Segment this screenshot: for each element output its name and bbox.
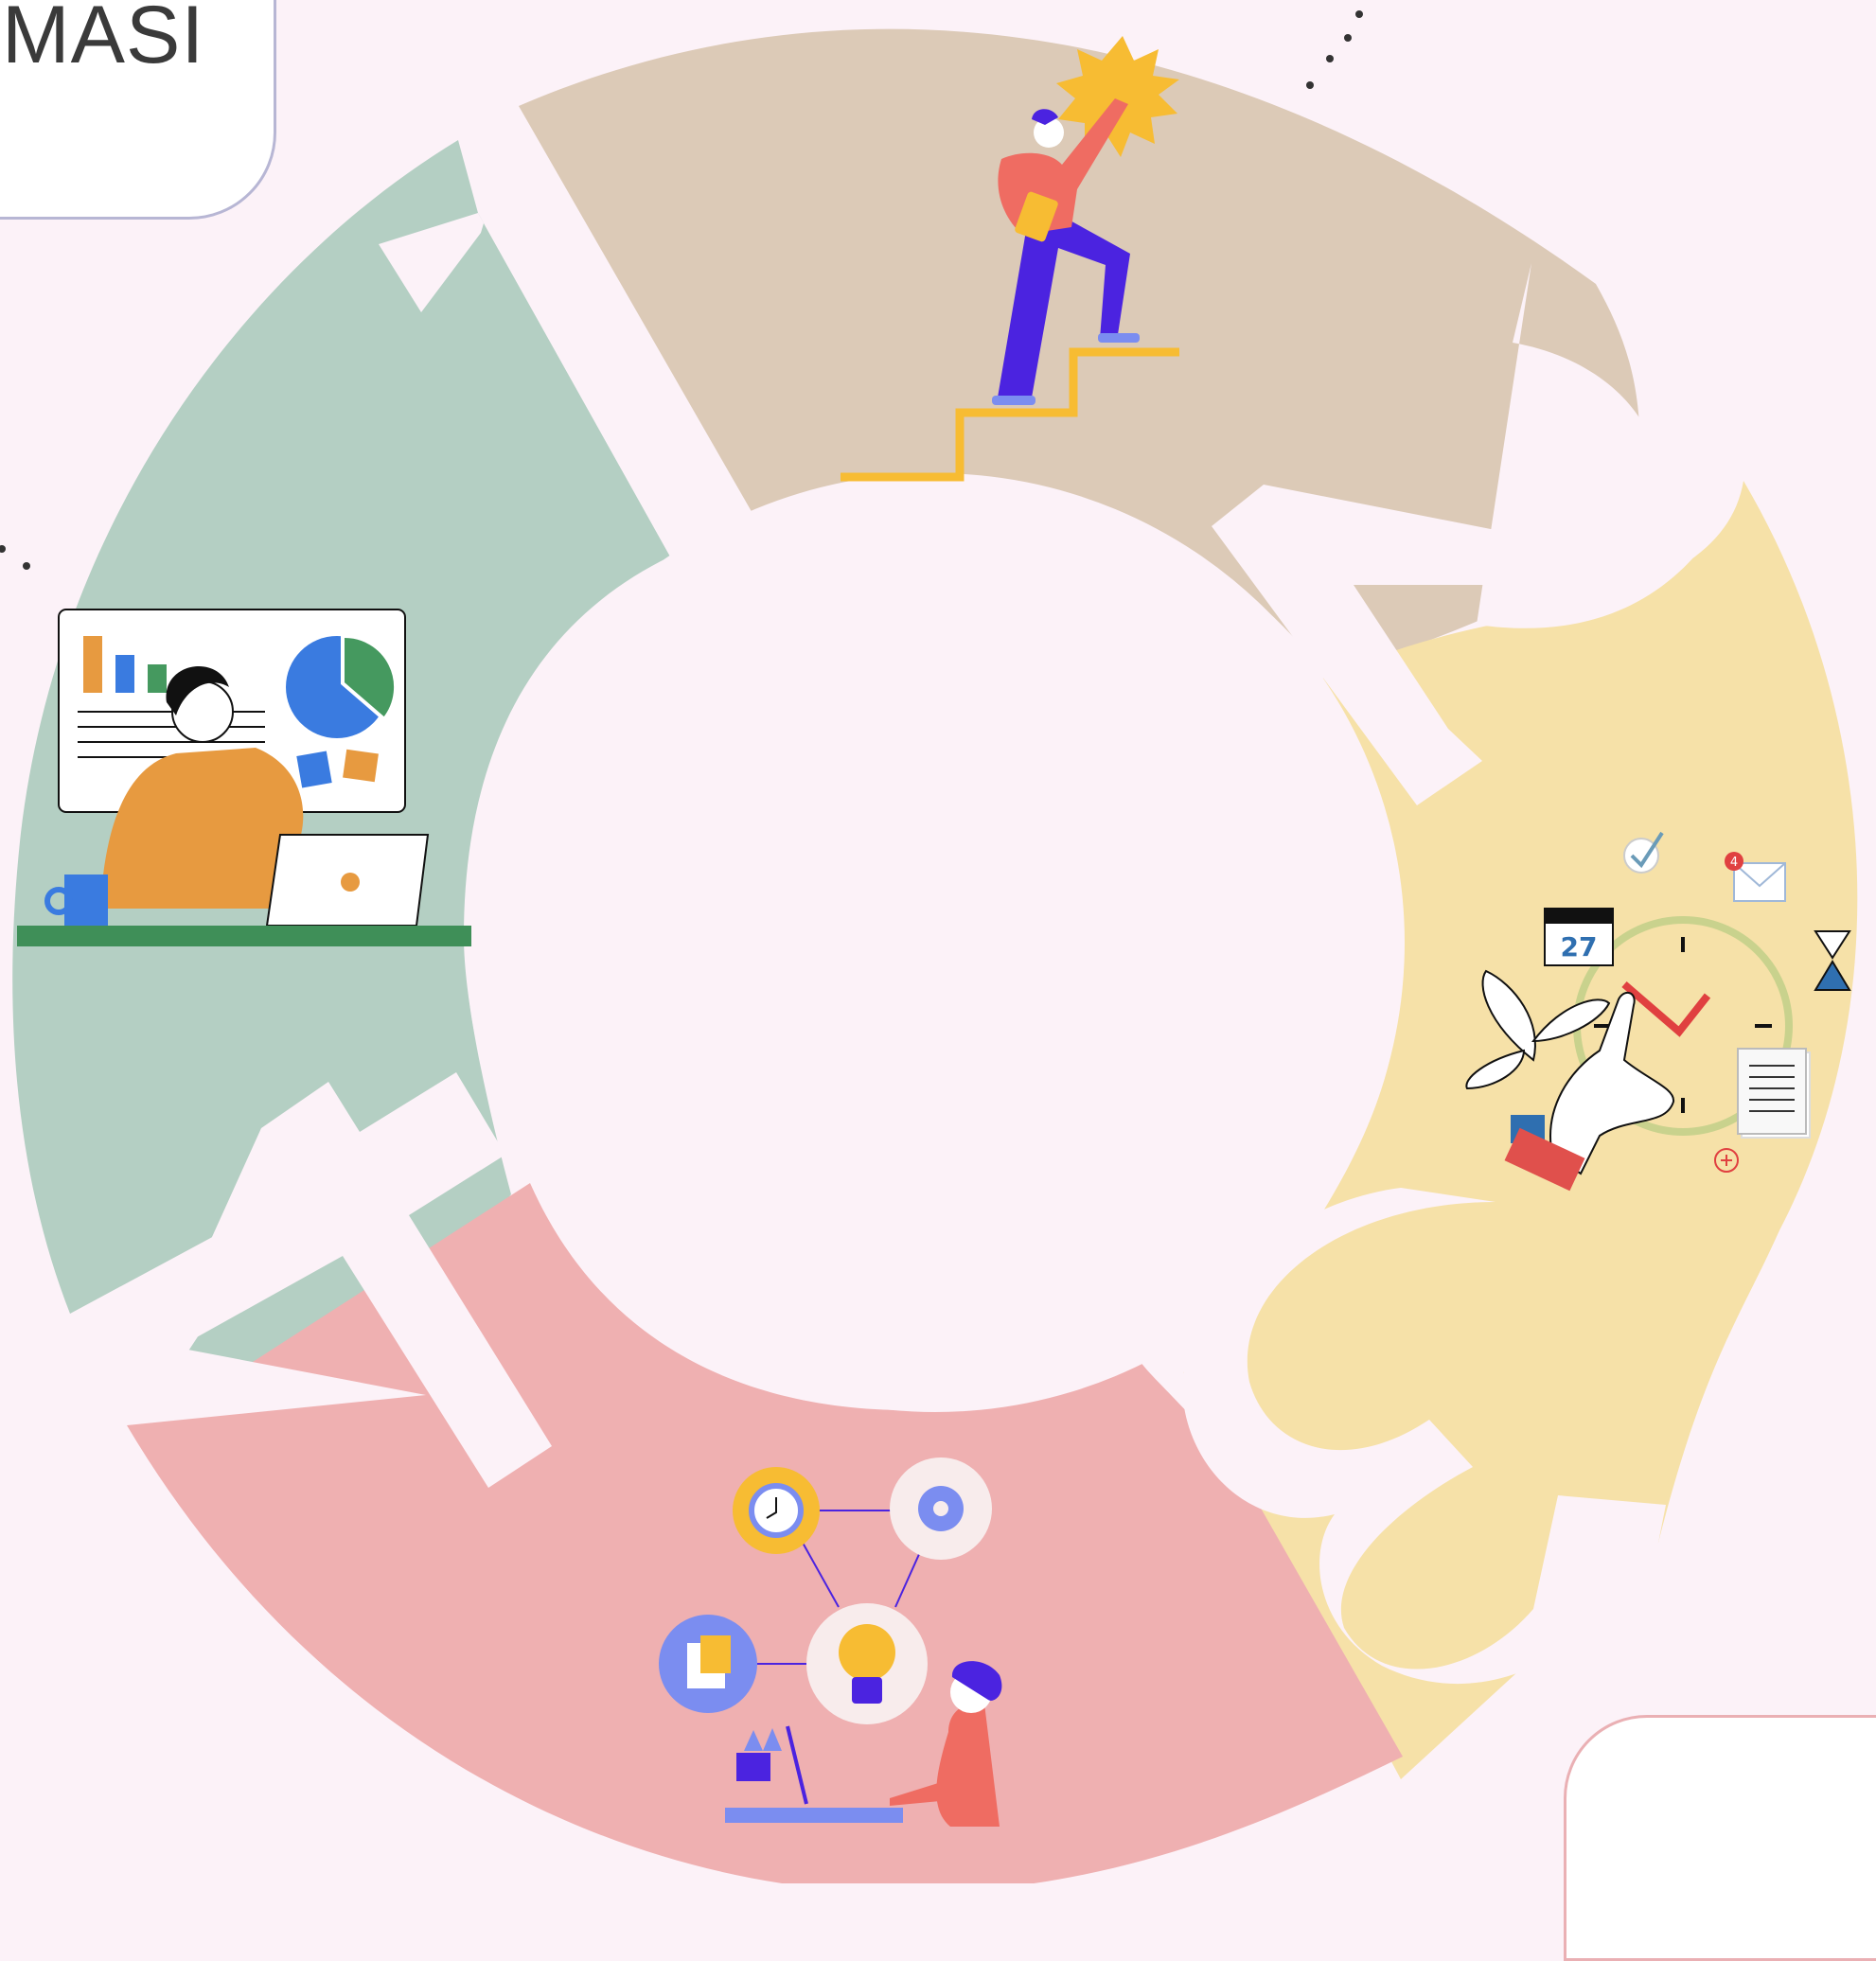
illustration-left-presenter <box>17 609 471 946</box>
corner-card <box>1564 1715 1876 1961</box>
digit-three-right <box>1182 1188 1666 1685</box>
laptop-icon <box>265 834 430 927</box>
plant-icon <box>1465 969 1611 1143</box>
checkmark-icon <box>1623 831 1664 874</box>
gear-icon <box>890 1458 992 1560</box>
document-icon <box>1737 1048 1811 1139</box>
illustration-bottom-ideas <box>659 1458 1002 1827</box>
pie-chart-icon <box>286 633 398 738</box>
illustration-top-climber <box>841 36 1179 482</box>
stairs <box>841 347 1179 482</box>
cycle-diagram: 27 4 <box>0 10 1858 1883</box>
pointing-hand-icon <box>1504 991 1675 1192</box>
presenter-body <box>100 748 304 909</box>
mug-icon <box>44 874 108 926</box>
lightbulb-icon <box>806 1603 928 1724</box>
desk <box>17 926 471 946</box>
clock-circle-icon <box>733 1467 820 1554</box>
digit-one-top <box>379 106 753 556</box>
center-circle <box>466 473 1405 1412</box>
plant-pot-icon <box>736 1728 782 1781</box>
calendar-icon: 27 <box>1544 908 1614 966</box>
page-title: MASI <box>2 0 205 80</box>
climber-legs <box>998 214 1130 398</box>
laptop-user <box>725 1661 1002 1827</box>
illustration-right-time: 27 4 <box>1465 831 1851 1192</box>
number-cutouts <box>127 106 1743 1685</box>
digit-four-bottom <box>127 1072 552 1488</box>
calendar-day: 27 <box>1561 931 1598 963</box>
sun-icon <box>1056 36 1179 157</box>
hourglass-icon <box>1814 930 1851 991</box>
mail-badge: 4 <box>1730 856 1738 870</box>
document-circle-icon <box>659 1615 757 1713</box>
title-card <box>0 0 276 220</box>
digit-two-right <box>1212 263 1743 805</box>
decor-dots <box>0 10 1841 1877</box>
mail-icon: 4 <box>1725 852 1786 902</box>
